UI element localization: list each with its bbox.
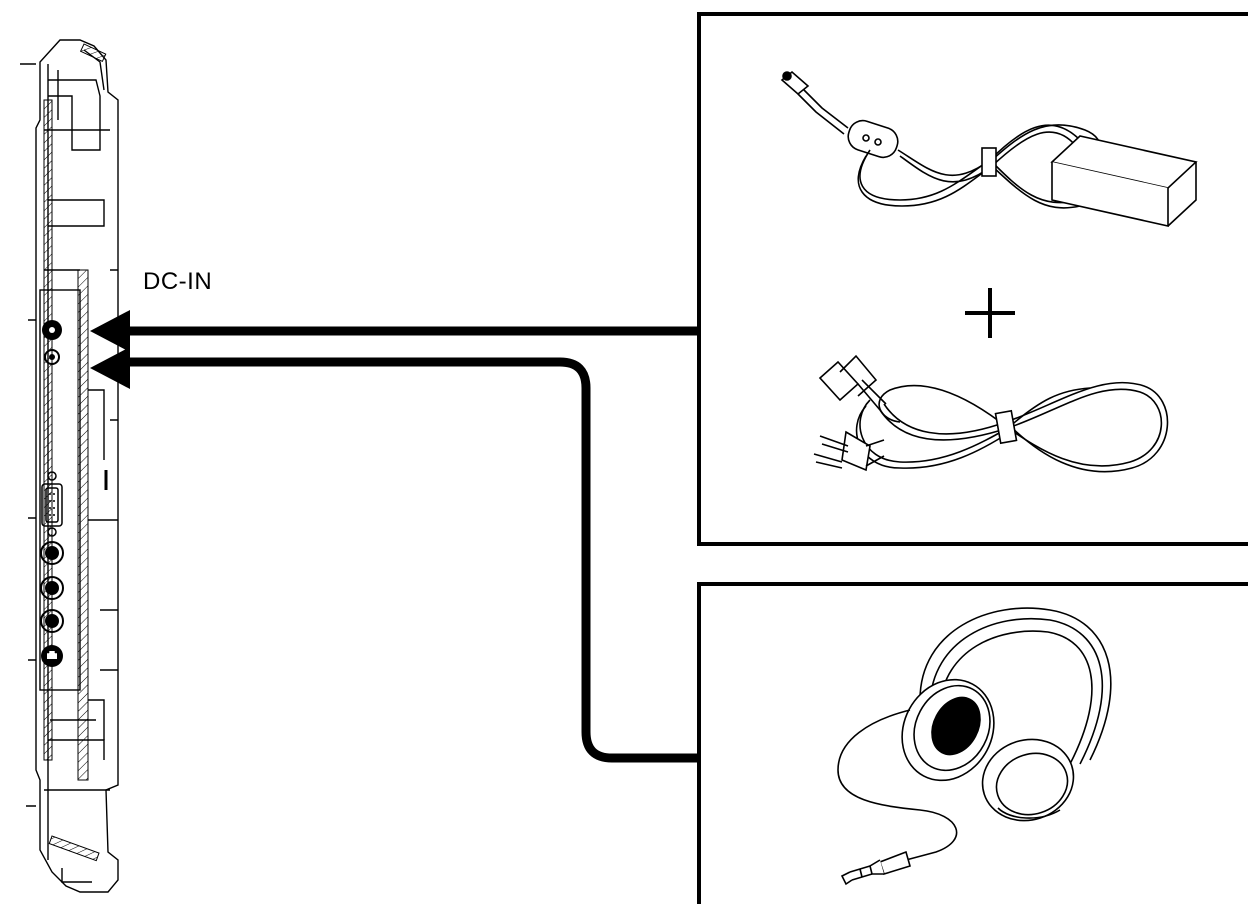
audio-cable-line	[90, 347, 698, 763]
audio-accessory-box	[697, 582, 1248, 909]
s-video-jack	[41, 645, 63, 667]
headphone-jack	[44, 349, 60, 365]
monitor-side-view	[20, 39, 119, 893]
vga-connector	[41, 471, 63, 537]
power-cable-line	[90, 310, 698, 352]
rca-jacks	[40, 541, 64, 633]
dc-in-jack	[42, 320, 62, 340]
ac-adapter	[780, 70, 1198, 227]
power-cord	[813, 354, 1169, 473]
dc-in-label: DC-IN	[143, 268, 213, 295]
plus-symbol	[965, 288, 1015, 338]
headphones	[837, 607, 1112, 886]
power-accessory-box	[697, 12, 1248, 546]
